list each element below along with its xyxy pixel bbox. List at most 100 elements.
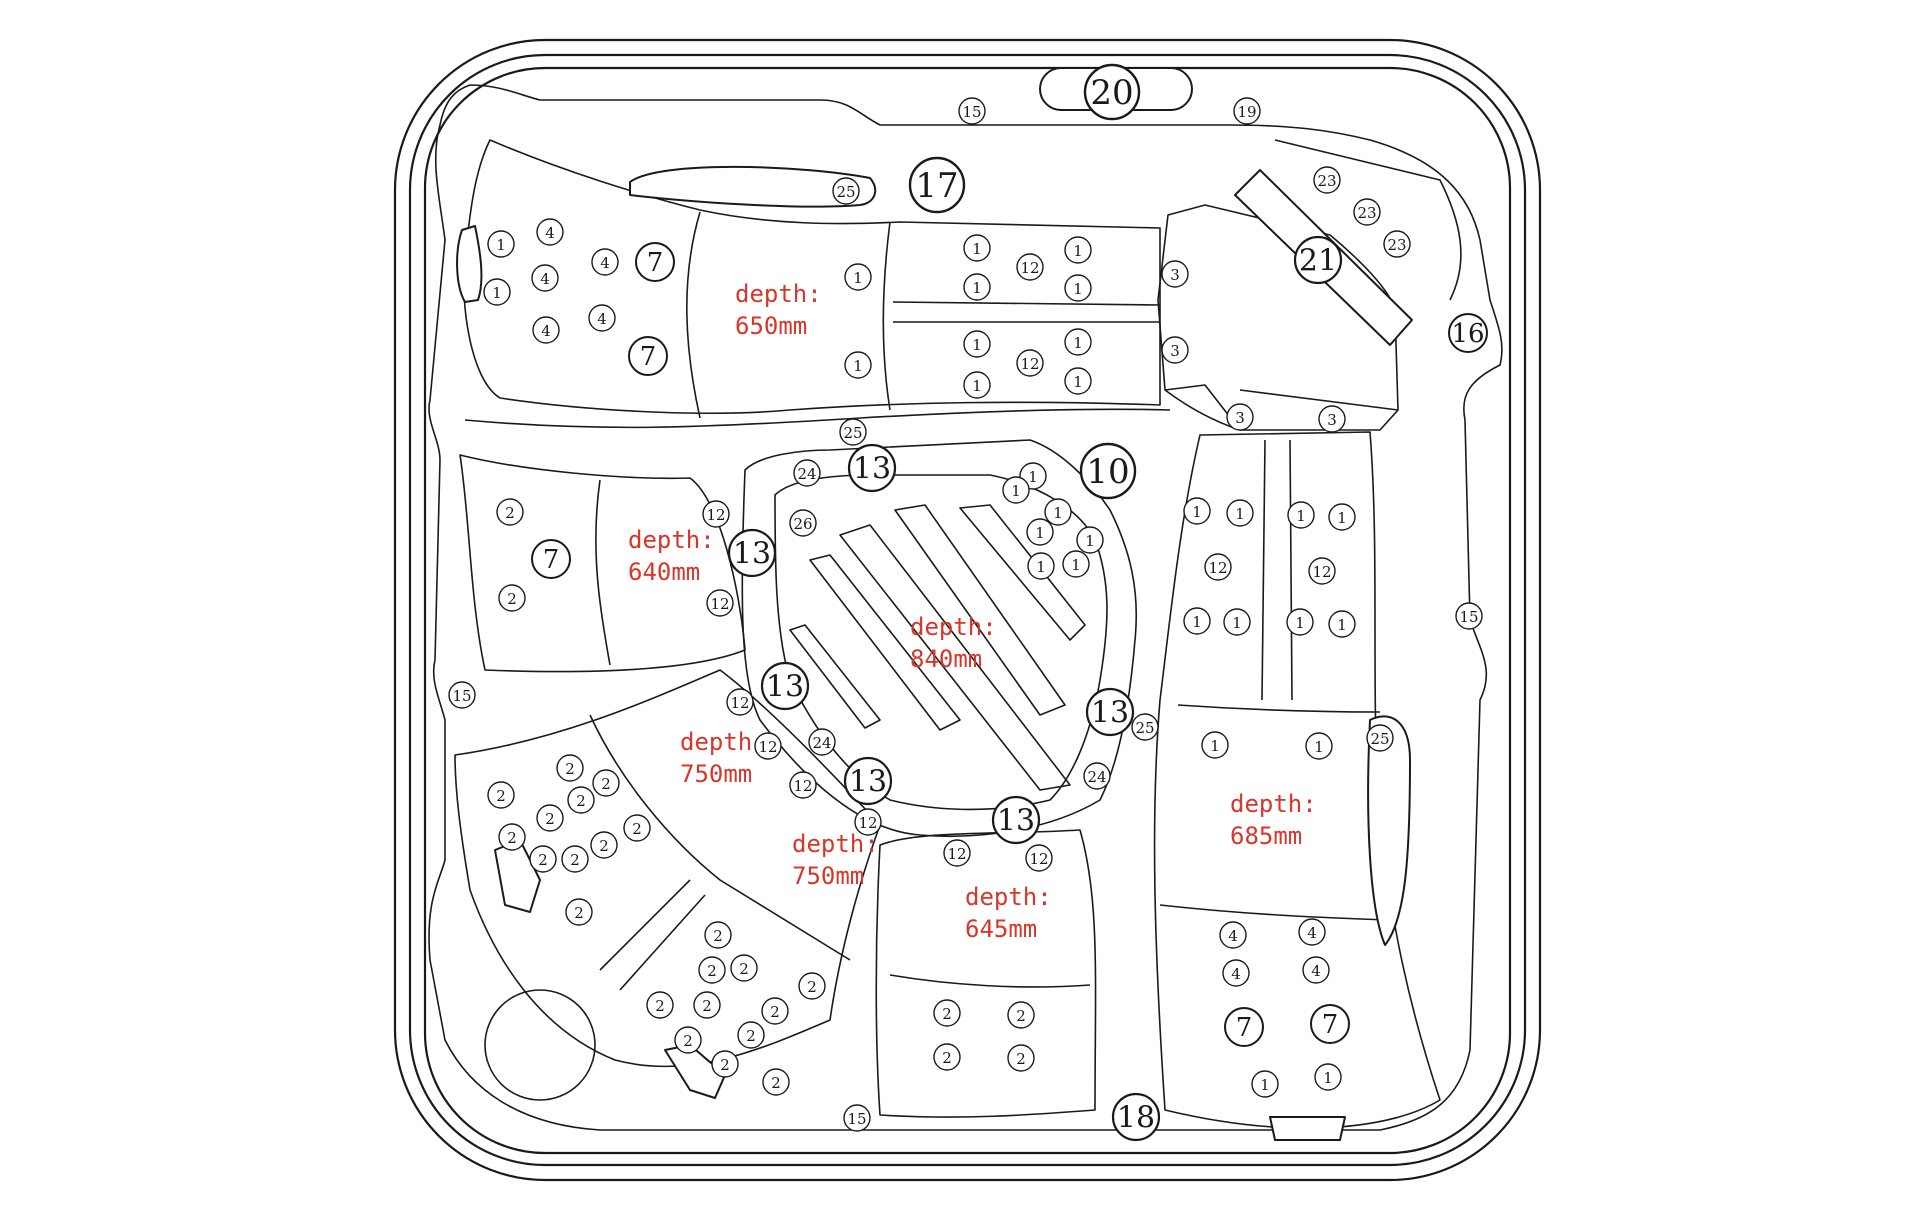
- jet-marker-2: 2: [498, 584, 526, 612]
- jet-circle: [789, 509, 817, 537]
- jet-marker-1: 1: [483, 278, 511, 306]
- jet-number: 2: [655, 997, 665, 1015]
- jet-number: 1: [1035, 524, 1045, 542]
- bottom-middle-seat: [875, 829, 1097, 1118]
- jet-circle: [943, 839, 971, 867]
- jet-circle: [933, 1043, 961, 1071]
- jet-circle: [798, 972, 826, 1000]
- jet-number: 1: [1260, 1076, 1270, 1094]
- jet-circle: [1223, 608, 1251, 636]
- jet-marker-12: 12: [702, 500, 730, 528]
- jet-marker-23: 23: [1313, 166, 1341, 194]
- jet-number: 2: [942, 1049, 952, 1067]
- jet-circle: [536, 804, 564, 832]
- jet-number: 2: [720, 1056, 730, 1074]
- jet-number: 1: [1337, 509, 1347, 527]
- jet-number: 1: [853, 357, 863, 375]
- jet-number: 4: [540, 270, 550, 288]
- jet-number: 2: [1016, 1050, 1026, 1068]
- jet-number: 7: [640, 342, 657, 372]
- jet-marker-2: 2: [565, 898, 593, 926]
- jet-number: 4: [1307, 924, 1317, 942]
- jet-marker-25: 25: [1131, 713, 1159, 741]
- jet-number: 7: [1236, 1013, 1253, 1043]
- jet-marker-12: 12: [1025, 844, 1053, 872]
- jet-number: 1: [1011, 482, 1021, 500]
- jet-number: 13: [997, 804, 1035, 839]
- jet-circle: [448, 681, 476, 709]
- jet-number: 13: [1091, 696, 1129, 731]
- jet-number: 2: [1016, 1007, 1026, 1025]
- jet-circle: [646, 991, 674, 1019]
- jet-marker-2: 2: [590, 831, 618, 859]
- jet-number: 13: [766, 670, 804, 705]
- jet-number: 1: [972, 336, 982, 354]
- jet-circle: [843, 756, 893, 806]
- jet-marker-2: 2: [698, 956, 726, 984]
- jet-number: 1: [853, 269, 863, 287]
- jet-circle: [1298, 918, 1326, 946]
- jet-marker-2: 2: [761, 997, 789, 1025]
- jet-marker-2: 2: [567, 786, 595, 814]
- jet-marker-12: 12: [1204, 553, 1232, 581]
- jet-number: 24: [812, 734, 831, 752]
- jet-number: 2: [565, 760, 575, 778]
- jet-marker-24: 24: [808, 728, 836, 756]
- jet-circle: [1302, 956, 1330, 984]
- jet-circle: [1076, 526, 1104, 554]
- jet-marker-17: 17: [908, 156, 966, 214]
- jet-marker-25: 25: [1366, 724, 1394, 752]
- jet-marker-1: 1: [1305, 732, 1333, 760]
- jet-number: 3: [1235, 409, 1245, 427]
- jet-marker-2: 2: [711, 1050, 739, 1078]
- jet-circle: [532, 316, 560, 344]
- jet-marker-26: 26: [789, 509, 817, 537]
- jet-circle: [1226, 499, 1254, 527]
- corner-step: [1157, 139, 1462, 431]
- jet-number: 4: [1311, 962, 1321, 980]
- jet-circle: [529, 845, 557, 873]
- jet-marker-7: 7: [531, 539, 571, 579]
- jet-marker-4: 4: [532, 316, 560, 344]
- jet-number: 1: [1210, 737, 1220, 755]
- jet-number: 20: [1090, 73, 1133, 113]
- jet-number: 10: [1086, 452, 1129, 492]
- jet-number: 19: [1237, 103, 1256, 121]
- jet-circle: [1064, 328, 1092, 356]
- jet-marker-1: 1: [487, 230, 515, 258]
- jet-marker-3: 3: [1318, 405, 1346, 433]
- jet-circle: [1044, 498, 1072, 526]
- jet-circle: [1007, 1044, 1035, 1072]
- jet-circle: [1201, 731, 1229, 759]
- jet-marker-1: 1: [1027, 552, 1055, 580]
- jet-number: 1: [1295, 614, 1305, 632]
- jet-circle: [1183, 497, 1211, 525]
- jet-circle: [1131, 713, 1159, 741]
- jet-number: 3: [1327, 411, 1337, 429]
- jet-circle: [628, 336, 668, 376]
- jet-circle: [1083, 63, 1141, 121]
- jet-marker-24: 24: [793, 459, 821, 487]
- jet-number: 1: [972, 377, 982, 395]
- jet-number: 17: [915, 166, 958, 206]
- jet-marker-1: 1: [1183, 497, 1211, 525]
- jet-circle: [1308, 557, 1336, 585]
- jet-circle: [531, 539, 571, 579]
- jet-number: 3: [1170, 342, 1180, 360]
- jet-number: 16: [1451, 319, 1484, 349]
- jet-circle: [1079, 442, 1137, 500]
- jet-marker-4: 4: [1302, 956, 1330, 984]
- jet-circle: [760, 661, 810, 711]
- jet-marker-2: 2: [704, 921, 732, 949]
- jet-circle: [789, 771, 817, 799]
- jet-circle: [963, 330, 991, 358]
- jet-marker-12: 12: [706, 589, 734, 617]
- jet-circle: [1161, 260, 1189, 288]
- jet-marker-7: 7: [628, 336, 668, 376]
- jet-circle: [567, 786, 595, 814]
- jet-number: 2: [746, 1027, 756, 1045]
- jet-number: 21: [1299, 244, 1337, 279]
- jet-number: 2: [601, 775, 611, 793]
- jet-number: 4: [600, 254, 610, 272]
- jet-marker-13: 13: [847, 443, 897, 493]
